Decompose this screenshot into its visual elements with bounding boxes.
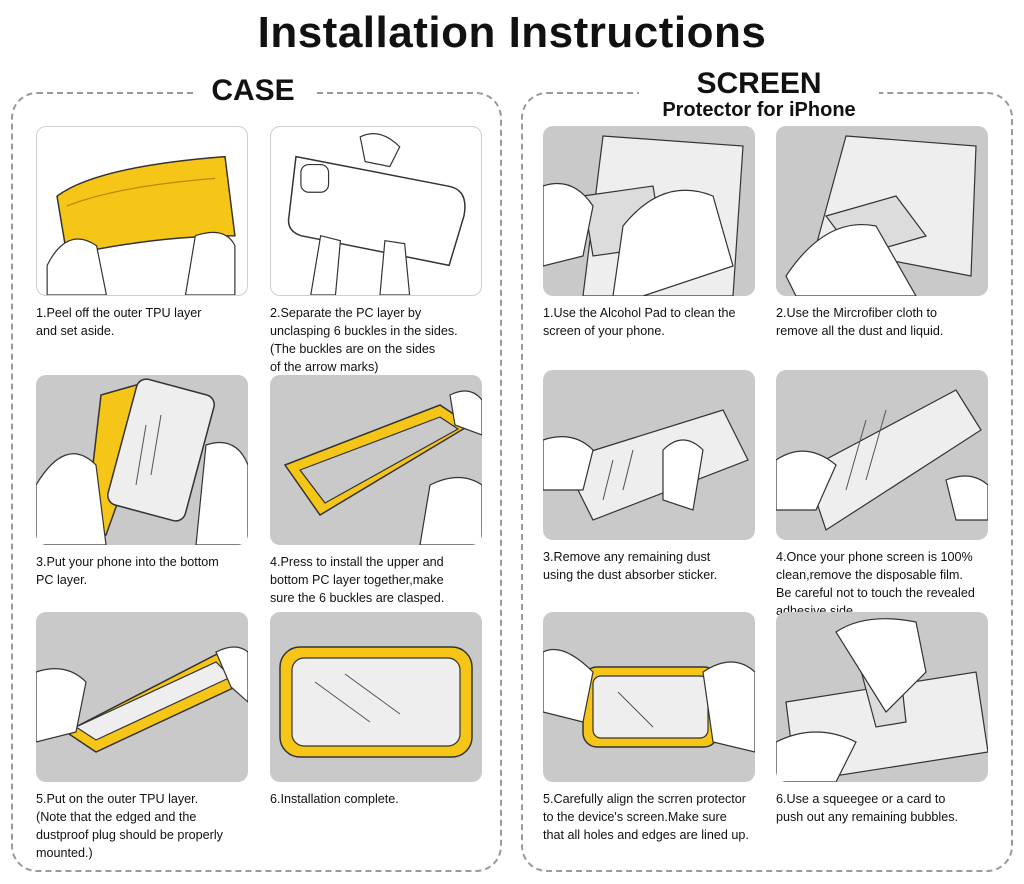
case-step-1-caption: 1.Peel off the outer TPU layer and set a… xyxy=(36,306,202,338)
screen-subheading: Protector for iPhone xyxy=(662,99,856,121)
case-step-4-illustration xyxy=(270,375,482,545)
case-heading: CASE xyxy=(193,68,313,114)
case-step-6-illustration xyxy=(270,612,482,782)
case-step-3-illustration xyxy=(36,375,248,545)
screen-step-2-illustration xyxy=(776,126,988,296)
screen-step-1-caption: 1.Use the Alcohol Pad to clean the scree… xyxy=(543,306,736,338)
case-step-6-caption: 6.Installation complete. xyxy=(270,792,399,806)
screen-heading: SCREEN xyxy=(696,67,822,100)
case-step-5-caption: 5.Put on the outer TPU layer. (Note that… xyxy=(36,792,223,860)
case-step-2-illustration xyxy=(270,126,482,296)
screen-step-5-caption: 5.Carefully align the scrren protector t… xyxy=(543,792,749,842)
case-step-4-caption: 4.Press to install the upper and bottom … xyxy=(270,555,445,605)
screen-step-3-caption: 3.Remove any remaining dust using the du… xyxy=(543,550,718,582)
screen-step-1-illustration xyxy=(543,126,755,296)
screen-step-3-illustration xyxy=(543,370,755,540)
screen-step-4-illustration xyxy=(776,370,988,540)
case-section: CASE xyxy=(11,68,502,872)
case-step-1-illustration xyxy=(36,126,248,296)
case-step-3-caption: 3.Put your phone into the bottom PC laye… xyxy=(36,555,219,587)
screen-step-6-illustration xyxy=(776,612,988,782)
case-step-5-illustration xyxy=(36,612,248,782)
screen-step-4-caption: 4.Once your phone screen is 100% clean,r… xyxy=(776,550,975,618)
screen-step-5-illustration xyxy=(543,612,755,782)
case-step-2-caption: 2.Separate the PC layer by unclasping 6 … xyxy=(270,306,458,374)
page-title: Installation Instructions xyxy=(257,8,767,57)
screen-heading-group: SCREEN Protector for iPhone xyxy=(639,68,879,120)
screen-section: SCREEN Protector for iPhone xyxy=(521,68,1013,872)
screen-step-2-caption: 2.Use the Mircrofiber cloth to remove al… xyxy=(776,306,944,338)
screen-step-6-caption: 6.Use a squeegee or a card to push out a… xyxy=(776,792,959,824)
